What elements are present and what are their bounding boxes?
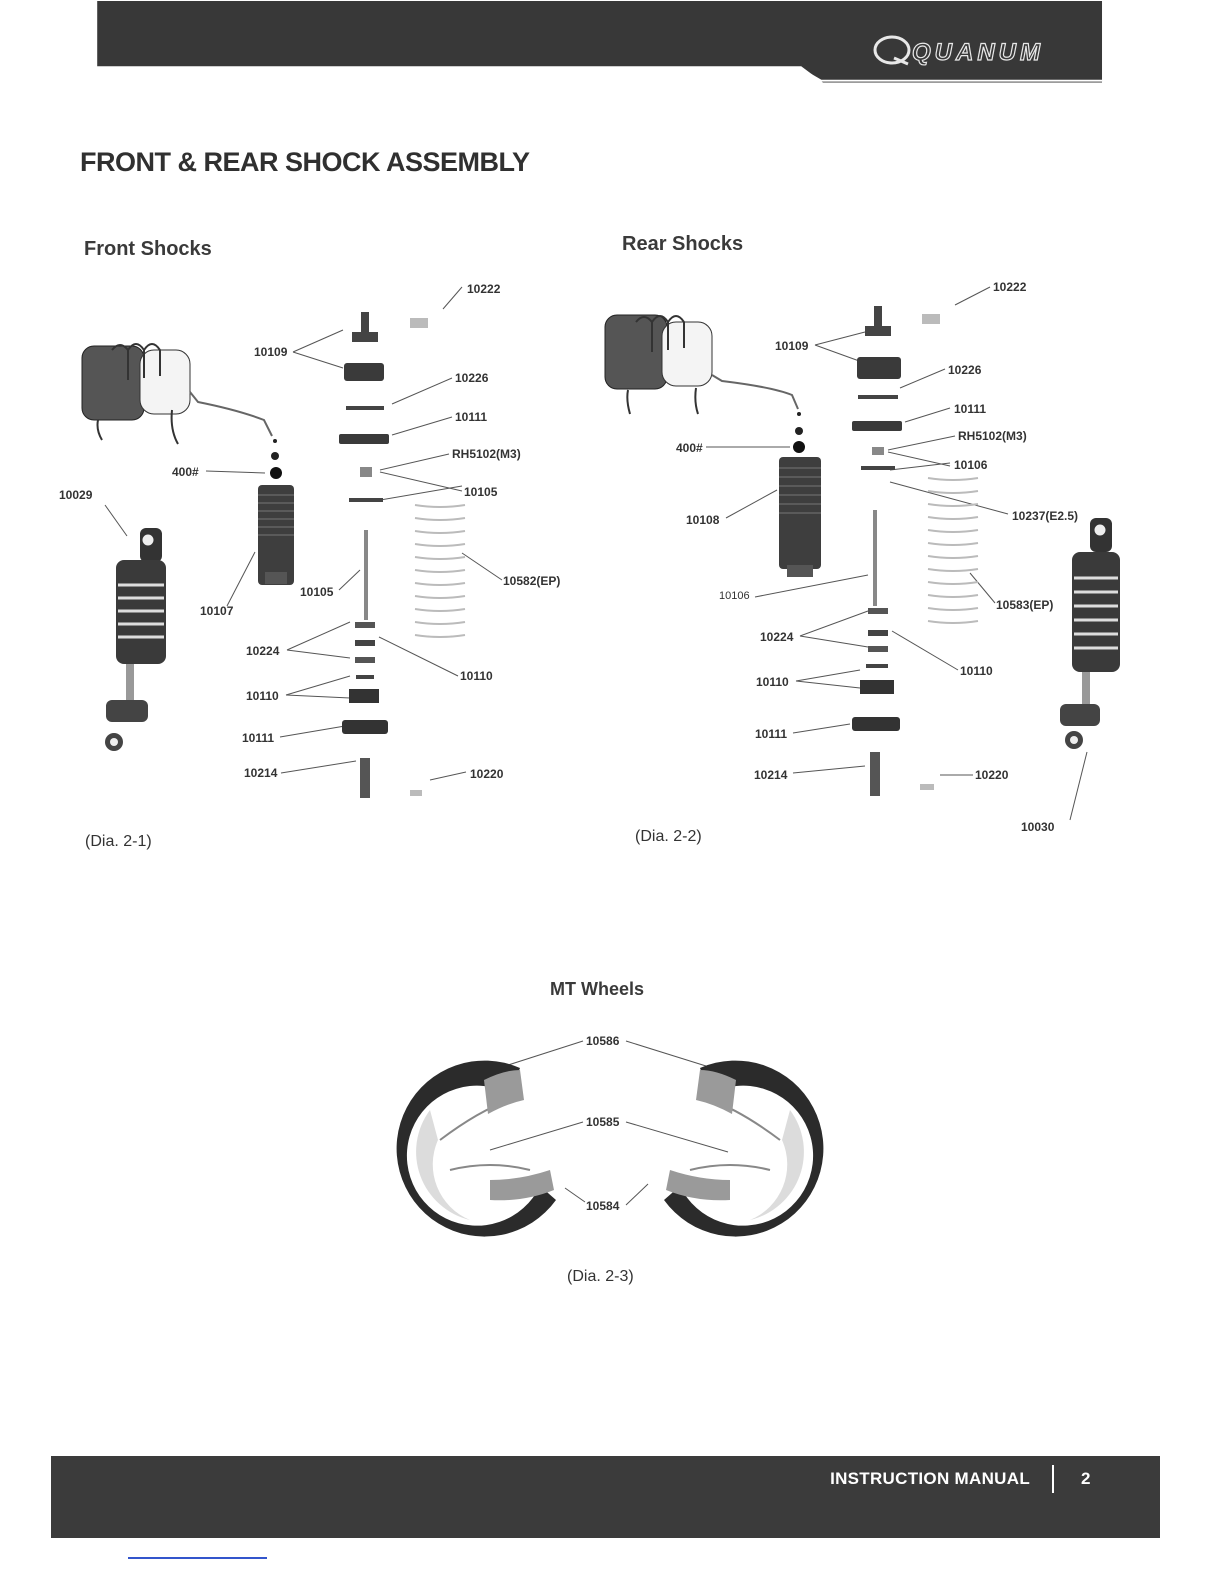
page-number: 2	[1081, 1469, 1091, 1488]
part-label: 10029	[59, 488, 93, 502]
blue-rule	[128, 1557, 267, 1559]
part-label: 10111	[954, 402, 987, 416]
front-shocks-heading: Front Shocks	[84, 238, 212, 260]
svg-text:QUANUM: QUANUM	[912, 39, 1044, 66]
part-label: 10105	[464, 485, 498, 499]
rear-shocks-heading: Rear Shocks	[622, 233, 744, 255]
footer-divider	[1052, 1465, 1054, 1493]
part-label: 10110	[246, 689, 279, 703]
part-label: 10226	[948, 363, 982, 377]
part-label: RH5102(M3)	[958, 429, 1027, 443]
part-label: 10106	[719, 590, 750, 602]
part-label: 10105	[300, 585, 334, 599]
part-label: 10237(E2.5)	[1012, 509, 1079, 523]
part-label: 10586	[586, 1034, 620, 1048]
part-label: 10106	[954, 458, 988, 472]
footer-title: INSTRUCTION MANUAL	[830, 1469, 1030, 1488]
part-label: 10110	[960, 664, 993, 678]
part-label: 10220	[470, 767, 504, 781]
part-label: 10220	[975, 768, 1009, 782]
part-label: 10582(EP)	[503, 574, 561, 588]
brand-logo: QUANUM	[872, 30, 1082, 74]
part-label: 10109	[775, 339, 809, 353]
part-label: RH5102(M3)	[452, 447, 521, 461]
diagram-caption: (Dia. 2-1)	[85, 833, 152, 850]
part-label: 10222	[467, 282, 501, 296]
part-label: 10111	[242, 731, 275, 745]
page-title: FRONT & REAR SHOCK ASSEMBLY	[80, 147, 530, 177]
part-label: 10583(EP)	[996, 598, 1054, 612]
header-band	[97, 0, 1103, 83]
part-label: 10224	[246, 644, 280, 658]
part-label: 10109	[254, 345, 288, 359]
diagram-caption: (Dia. 2-2)	[635, 828, 702, 845]
diagram-caption: (Dia. 2-3)	[567, 1268, 634, 1285]
part-label: 10108	[686, 513, 720, 527]
footer-band	[51, 1456, 1160, 1538]
part-label: 10110	[756, 675, 789, 689]
part-label: 10584	[586, 1199, 620, 1213]
part-label: 10226	[455, 371, 489, 385]
part-label: 10107	[200, 604, 234, 618]
part-label: 10030	[1021, 820, 1055, 834]
part-label: 10110	[460, 669, 493, 683]
part-label: 10111	[455, 410, 488, 424]
part-label: 10214	[754, 768, 788, 782]
part-label: 10111	[755, 727, 788, 741]
mt-wheels-heading: MT Wheels	[550, 979, 645, 999]
part-label: 10214	[244, 766, 278, 780]
part-label: 10224	[760, 630, 794, 644]
part-label: 10585	[586, 1115, 620, 1129]
part-label: 400#	[172, 465, 199, 479]
part-label: 10222	[993, 280, 1027, 294]
part-label: 400#	[676, 441, 703, 455]
